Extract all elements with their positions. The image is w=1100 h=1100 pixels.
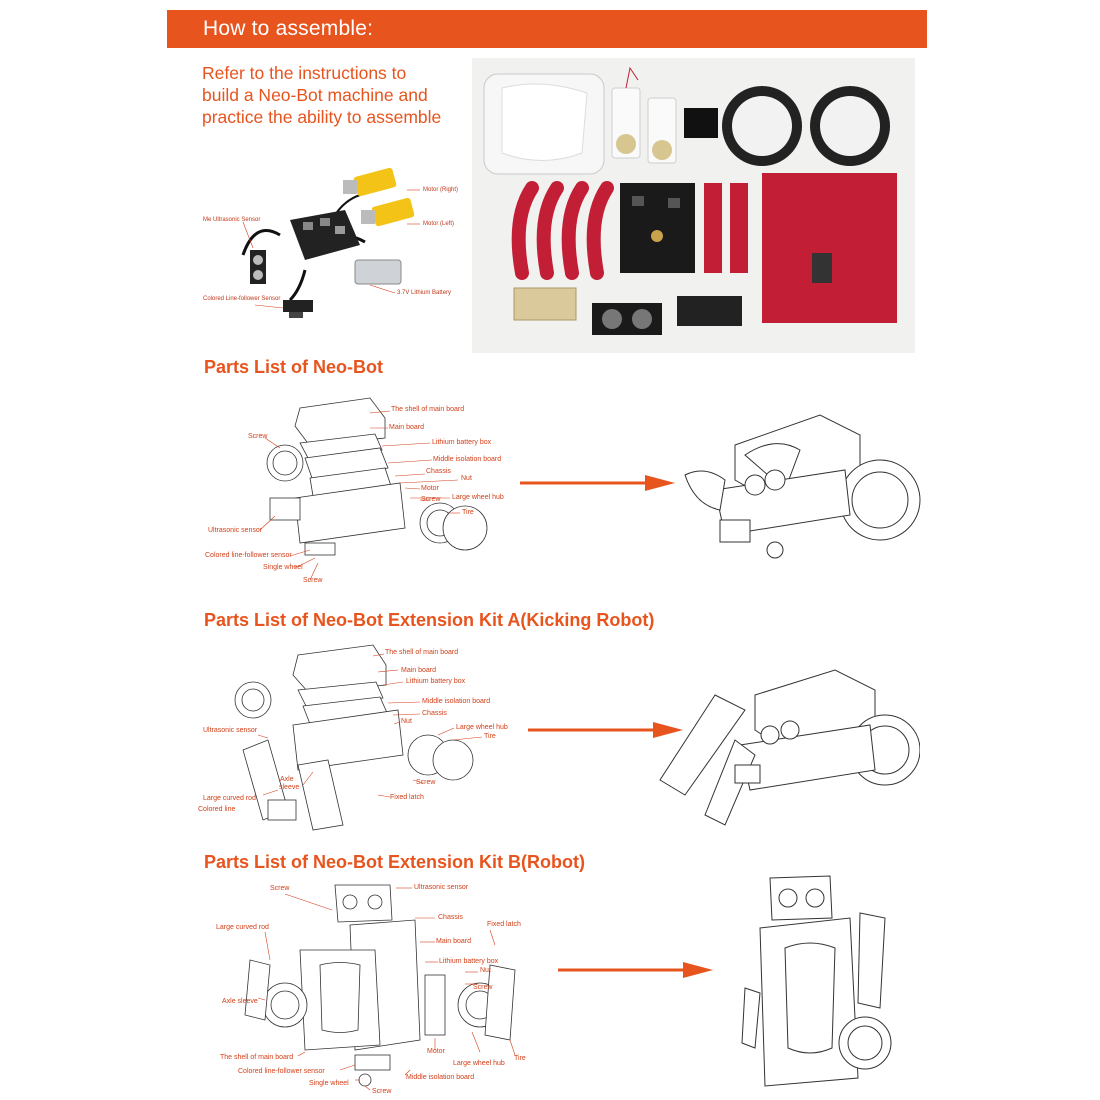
label-battery-box: Lithium battery box xyxy=(406,678,466,685)
label-shell: The shell of main board xyxy=(391,406,465,413)
label-chassis: Chassis xyxy=(422,710,447,717)
label-chassis: Chassis xyxy=(426,468,451,475)
kit-a-exploded-diagram: The shell of main board Main board Lithi… xyxy=(198,640,518,835)
label-motor-left: Motor (Left) xyxy=(423,221,455,227)
label-ultrasonic: Ultrasonic sensor xyxy=(203,727,258,734)
label-single-wheel: Single wheel xyxy=(263,564,303,571)
page-title: How to assemble: xyxy=(203,17,374,40)
header-banner: How to assemble: xyxy=(167,10,927,48)
label-screw: Screw xyxy=(303,577,323,584)
label-nut: Nut xyxy=(461,475,472,482)
label-colored-line: Colored line xyxy=(198,806,236,813)
neo-bot-exploded-diagram: The shell of main board Main board Screw… xyxy=(200,388,510,588)
label-tire: Tire xyxy=(514,1055,526,1062)
label-screw: Screw xyxy=(248,433,268,440)
label-sleeve: sleeve xyxy=(279,784,300,791)
label-shell: The shell of main board xyxy=(385,649,459,656)
label-isolation-board: Middle isolation board xyxy=(433,456,502,463)
label-tire: Tire xyxy=(462,509,474,516)
label-wheel-hub: Large wheel hub xyxy=(452,494,504,501)
wiring-diagram: Motor (Right) Motor (Left) Me Ultrasonic… xyxy=(195,160,470,335)
label-wheel-hub: Large wheel hub xyxy=(456,724,508,731)
label-battery: 3.7V Lithium Battery xyxy=(397,290,452,296)
intro-line: practice the ability to assemble xyxy=(202,107,442,127)
intro-line: Refer to the instructions to xyxy=(202,63,407,83)
intro-line: build a Neo-Bot machine and xyxy=(202,85,428,105)
label-fixed-latch: Fixed latch xyxy=(487,921,521,928)
label-screw: Screw xyxy=(372,1088,392,1095)
label-isolation-board: Middle isolation board xyxy=(406,1074,475,1081)
arrow-icon xyxy=(520,473,680,493)
arrow-icon xyxy=(558,960,718,980)
label-ultrasonic: Me Ultrasonic Sensor xyxy=(203,217,261,223)
neo-bot-assembled-diagram xyxy=(675,395,925,575)
label-nut: Nut xyxy=(480,967,491,974)
label-motor: Motor xyxy=(421,485,439,492)
label-chassis: Chassis xyxy=(438,914,463,921)
label-axle-sleeve: Axle sleeve xyxy=(222,998,258,1005)
label-curved-rod: Large curved rod xyxy=(203,795,256,802)
label-battery-box: Lithium battery box xyxy=(432,439,492,446)
label-motor-right: Motor (Right) xyxy=(423,187,459,193)
label-isolation-board: Middle isolation board xyxy=(422,698,491,705)
intro-text: Refer to the instructions to build a Neo… xyxy=(202,62,472,128)
label-battery-box: Lithium battery box xyxy=(439,958,499,965)
label-main-board: Main board xyxy=(389,424,425,431)
kit-b-assembled-diagram xyxy=(740,868,900,1093)
label-shell: The shell of main board xyxy=(220,1054,294,1061)
arrow-icon xyxy=(528,720,688,740)
kit-parts-photo xyxy=(472,58,915,353)
label-wheel-hub: Large wheel hub xyxy=(453,1060,505,1067)
label-screw: Screw xyxy=(421,496,441,503)
label-ultrasonic: Ultrasonic sensor xyxy=(208,527,263,534)
kit-a-assembled-diagram xyxy=(655,655,920,830)
label-line-follower: Colored Line-follower Sensor xyxy=(203,296,281,302)
label-ultrasonic: Ultrasonic sensor xyxy=(414,884,469,891)
label-main-board: Main board xyxy=(436,938,472,945)
label-main-board: Main board xyxy=(401,667,437,674)
label-screw: Screw xyxy=(416,779,436,786)
label-nut: Nut xyxy=(401,718,412,725)
label-line-follower: Colored line-follower sensor xyxy=(205,552,292,559)
section-title-kit-b: Parts List of Neo-Bot Extension Kit B(Ro… xyxy=(204,852,585,872)
label-line-follower: Colored line-follower sensor xyxy=(238,1068,325,1075)
label-curved-rod: Large curved rod xyxy=(216,924,269,931)
label-motor: Motor xyxy=(427,1048,445,1055)
label-screw: Screw xyxy=(473,984,493,991)
section-title-neo-bot: Parts List of Neo-Bot xyxy=(204,357,384,377)
section-title-kit-a: Parts List of Neo-Bot Extension Kit A(Ki… xyxy=(204,610,655,630)
label-screw: Screw xyxy=(270,885,290,892)
label-tire: Tire xyxy=(484,733,496,740)
label-single-wheel: Single wheel xyxy=(309,1080,349,1087)
label-fixed-latch: Fixed latch xyxy=(390,794,424,801)
label-axle: Axle xyxy=(280,776,294,783)
kit-b-exploded-diagram: Screw Ultrasonic sensor Chassis Large cu… xyxy=(210,880,545,1098)
